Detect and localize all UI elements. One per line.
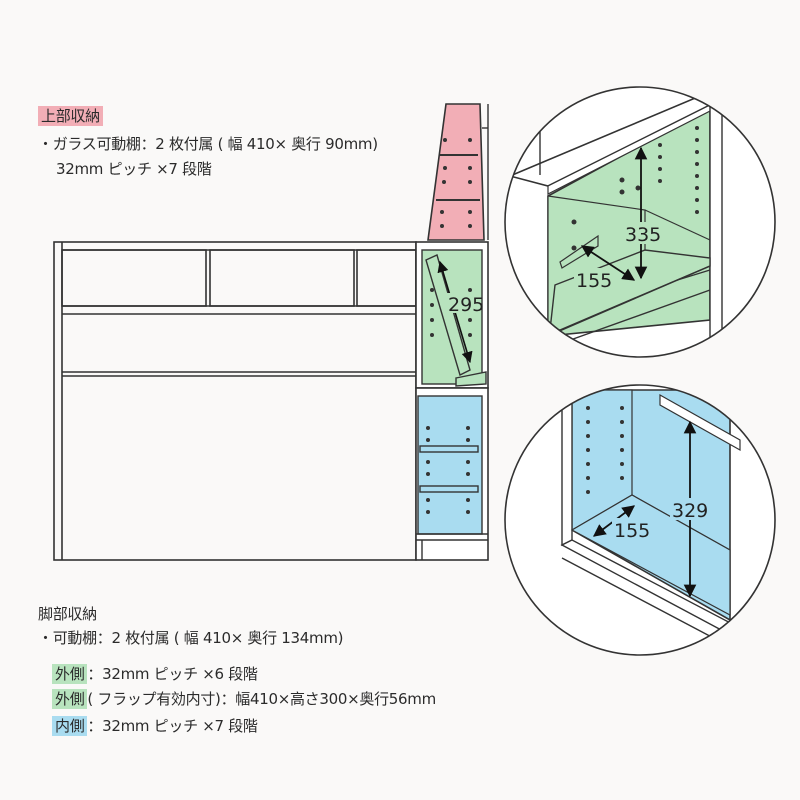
upper-depth-label: 155 xyxy=(576,270,612,292)
outer-pitch-spec: 外側：32mm ピッチ ×6 段階 xyxy=(52,663,258,684)
upper-detail-circle: 335 155 xyxy=(504,86,776,358)
upper-shelf-holes xyxy=(440,138,472,228)
upper-glass-shelf-spec: ・ガラス可動棚：2 枚付属 ( 幅 410× 奥行 90mm) xyxy=(38,135,378,153)
upper-detail-holes xyxy=(571,126,699,251)
upper-storage-title: 上部収納 xyxy=(38,105,103,126)
lower-storage-title: 脚部収納 xyxy=(38,605,97,623)
lower-shelf-spec: ・可動棚：2 枚付属 ( 幅 410× 奥行 134mm) xyxy=(38,629,344,647)
lower-detail-holes xyxy=(586,406,624,494)
upper-height-label: 335 xyxy=(625,224,661,246)
flap-height-label: 295 xyxy=(448,294,484,316)
outer-label: 外側 xyxy=(52,664,88,684)
flap-outer-label: 外側 xyxy=(52,689,88,709)
flap-spec: 外側( フラップ有効内寸)：幅410×高さ300×奥行56mm xyxy=(52,688,436,709)
lower-height-label: 329 xyxy=(672,500,708,522)
upper-pitch-spec: 32mm ピッチ ×7 段階 xyxy=(56,160,212,178)
upper-storage-section xyxy=(427,103,489,241)
lower-detail-circle: 329 155 xyxy=(504,384,776,656)
inner-label: 内側 xyxy=(52,716,88,736)
flap-storage-section: 295 xyxy=(415,241,489,389)
lower-storage-section xyxy=(415,387,489,561)
bed-frame xyxy=(53,241,417,561)
lower-holes xyxy=(426,426,470,514)
inner-pitch-spec: 内側：32mm ピッチ ×7 段階 xyxy=(52,715,258,736)
lower-depth-label: 155 xyxy=(614,520,650,542)
